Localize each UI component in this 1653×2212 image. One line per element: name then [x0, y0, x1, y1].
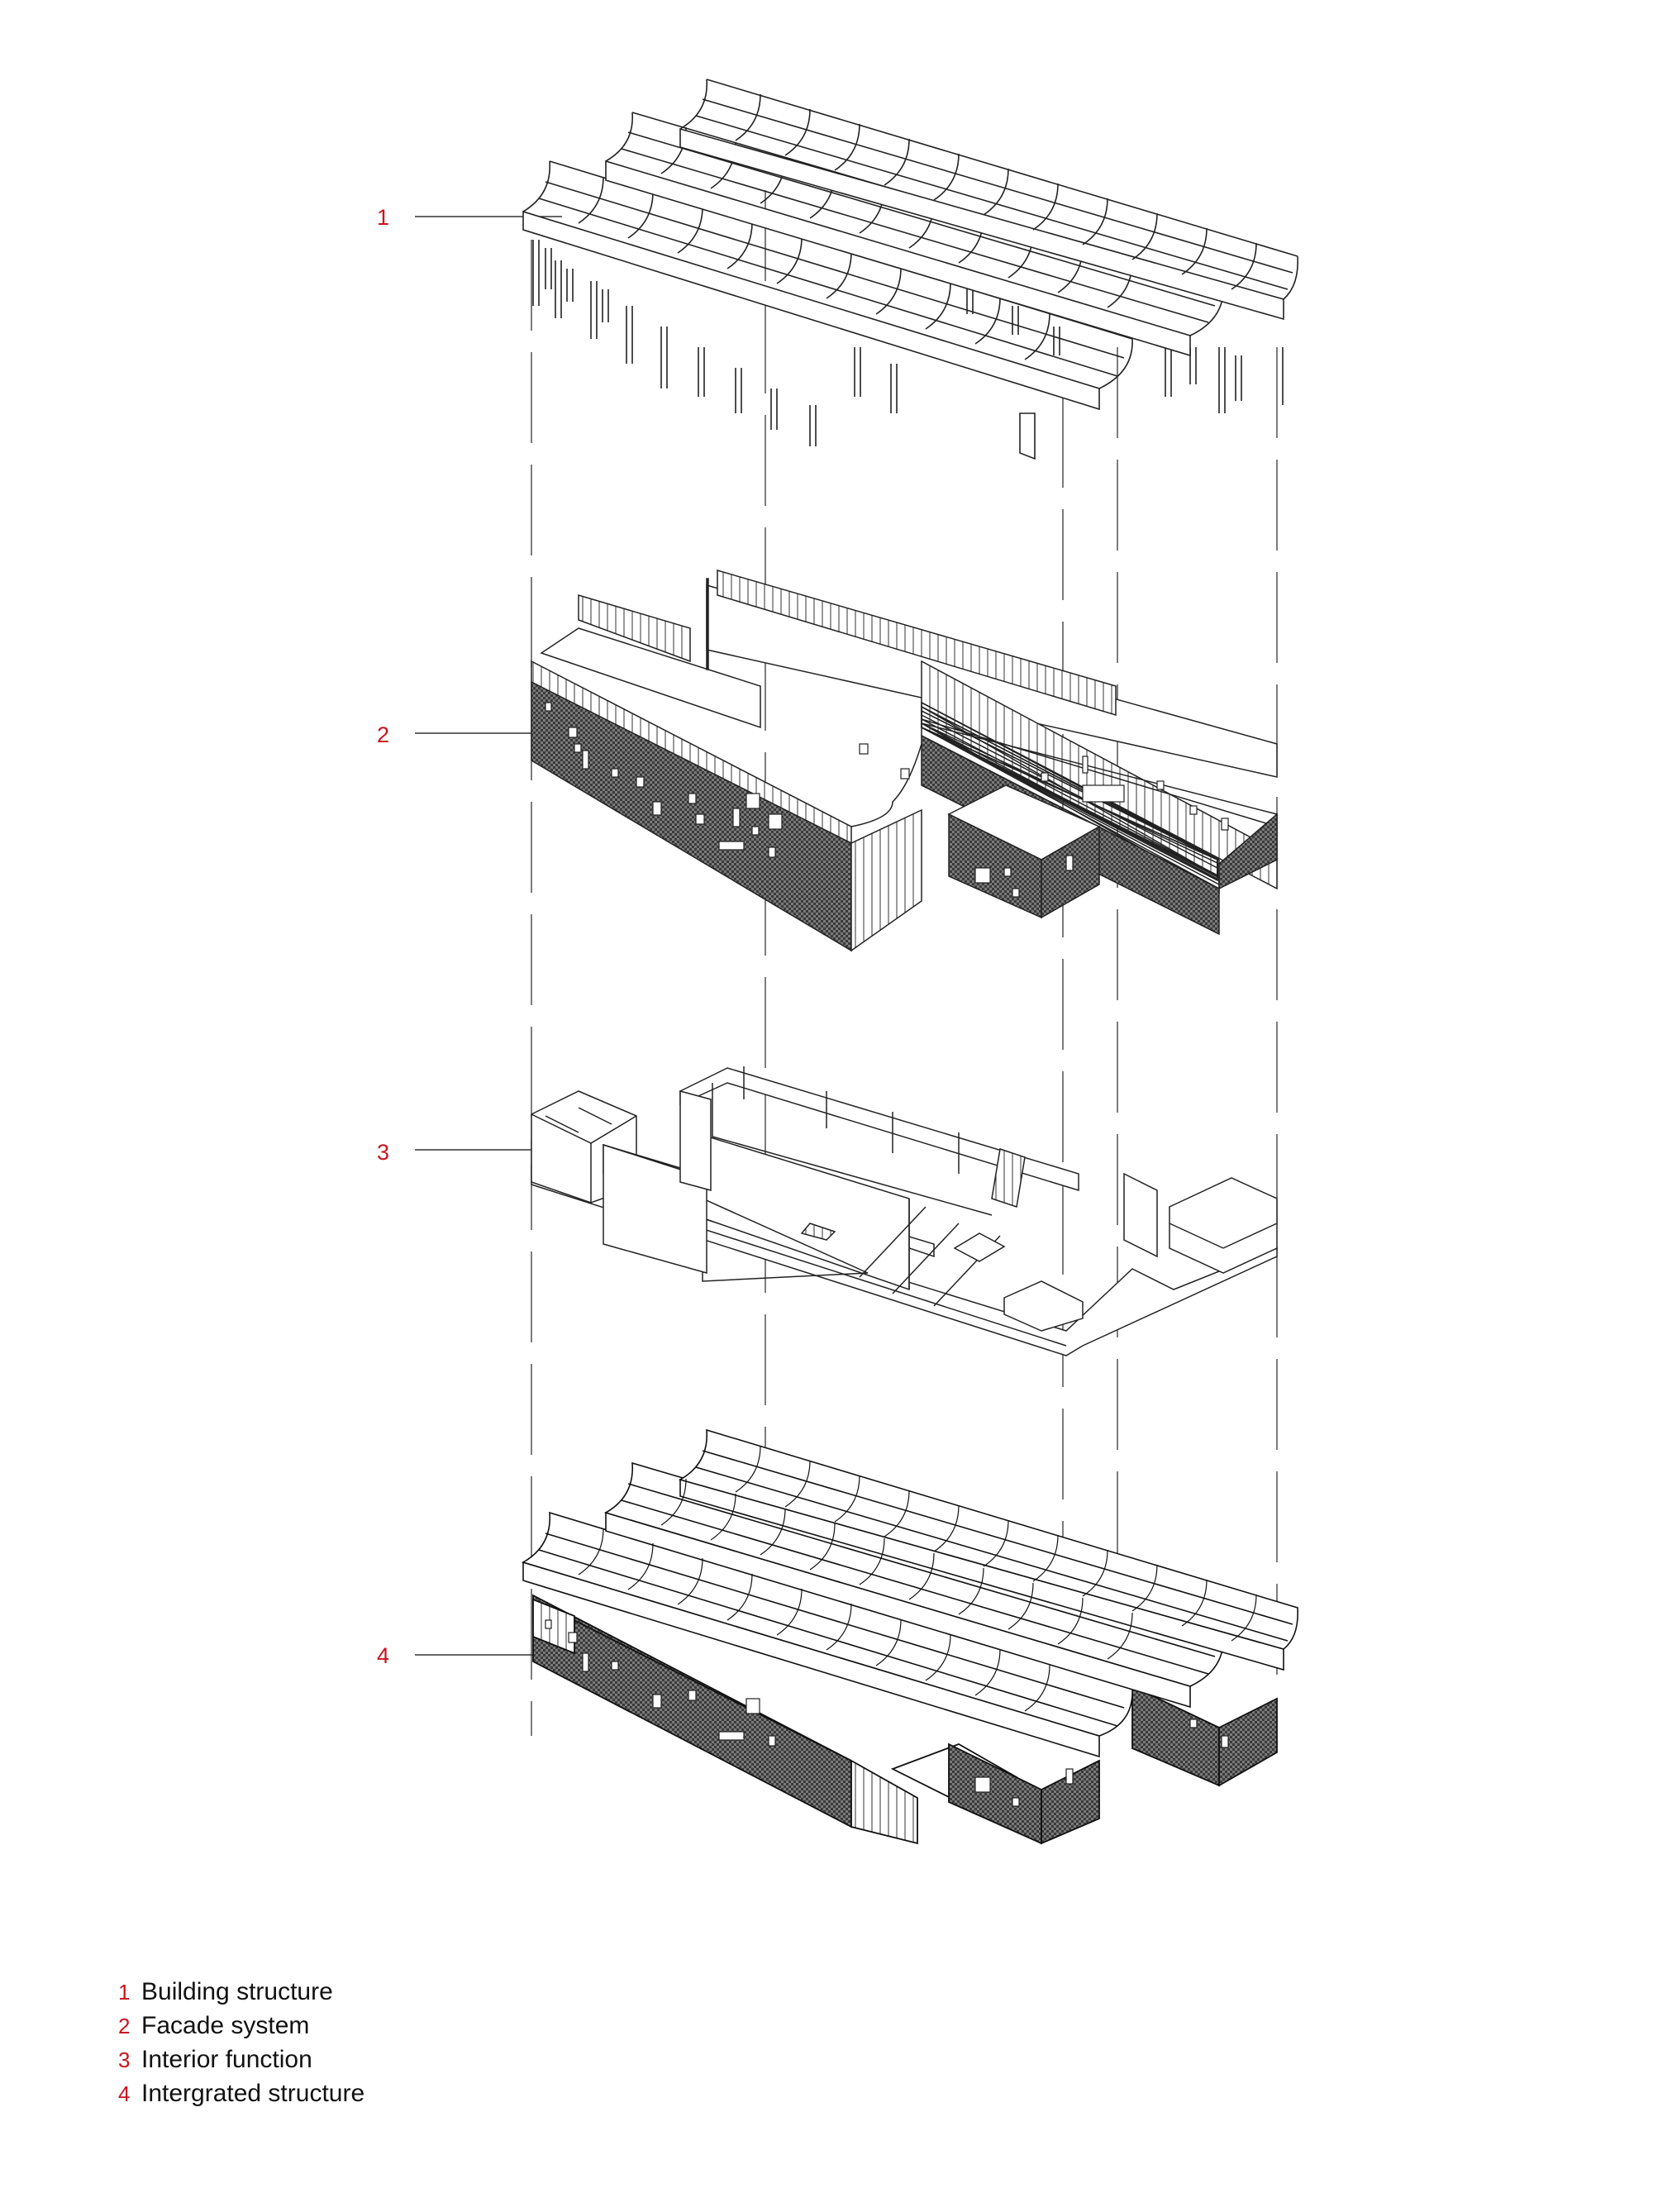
legend-number: 1	[118, 1980, 131, 2005]
callout-number-4: 4	[377, 1643, 390, 1668]
layer-1-building-structure	[522, 79, 1298, 460]
callout-number-1: 1	[377, 205, 390, 230]
callout-number-2: 2	[377, 722, 390, 747]
legend: 1 Building structure 2 Facade system 3 I…	[118, 1978, 364, 2114]
vault-c	[679, 79, 1298, 321]
vault-ribs	[578, 1445, 1257, 1712]
legend-label: Facade system	[141, 2012, 310, 2039]
leader-lines	[415, 216, 562, 1656]
integrated-vaults	[521, 1428, 1298, 1758]
legend-item-building-structure: 1 Building structure	[118, 1978, 364, 2012]
layer-3-interior-function	[531, 1066, 1278, 1356]
callout-number-3: 3	[377, 1140, 390, 1165]
legend-item-integrated-structure: 4 Intergrated structure	[118, 2080, 364, 2114]
legend-number: 4	[118, 2081, 131, 2106]
legend-label: Interior function	[141, 2046, 312, 2073]
layer-2-facade-system	[531, 570, 1278, 952]
integrated-windows	[545, 1619, 1229, 1807]
legend-item-facade-system: 2 Facade system	[118, 2012, 364, 2046]
legend-label: Building structure	[141, 1978, 333, 2005]
legend-number: 2	[118, 2014, 131, 2038]
legend-item-interior-function: 3 Interior function	[118, 2046, 364, 2080]
columns	[532, 240, 1284, 460]
legend-label: Intergrated structure	[141, 2080, 365, 2107]
layer-4-integrated-structure	[521, 1428, 1298, 1845]
legend-number: 3	[118, 2048, 131, 2072]
facade-windows	[545, 702, 1229, 898]
